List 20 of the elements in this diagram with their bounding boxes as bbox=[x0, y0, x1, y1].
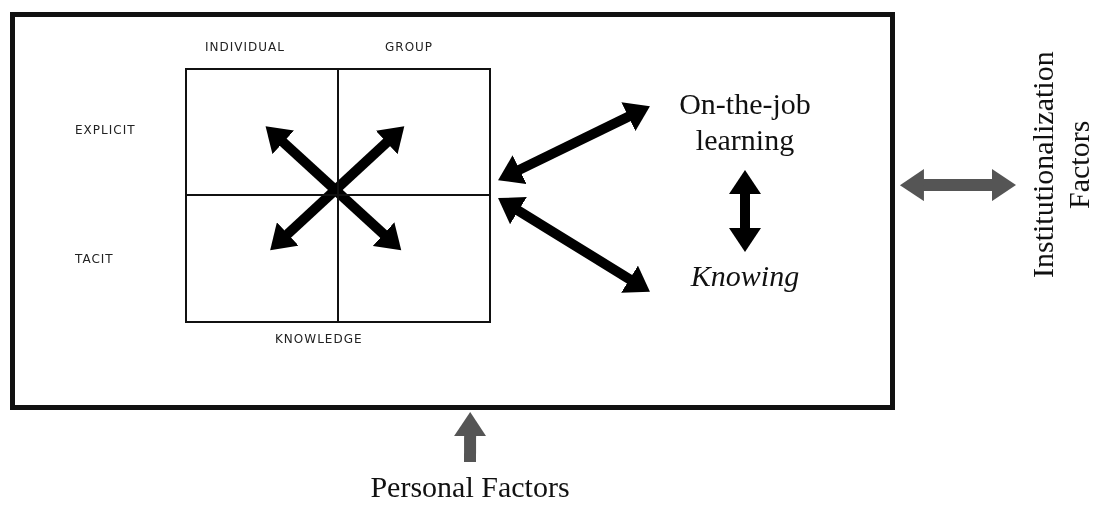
arrow bbox=[899, 169, 1016, 202]
arrow bbox=[454, 412, 487, 463]
grid-quadrant bbox=[186, 194, 339, 322]
factor-label: Institutionalization Factors bbox=[1025, 50, 1096, 281]
grid-quadrant bbox=[337, 69, 490, 196]
arrow bbox=[498, 197, 650, 293]
axis-label: INDIVIDUAL bbox=[205, 40, 285, 54]
concept-label: On-the-job learning bbox=[678, 86, 812, 158]
axis-label: EXPLICIT bbox=[75, 123, 136, 137]
axis-label: KNOWLEDGE bbox=[275, 332, 363, 346]
axis-label: TACIT bbox=[75, 252, 114, 266]
arrow bbox=[729, 169, 761, 252]
factor-label: Personal Factors bbox=[370, 469, 570, 505]
grid-quadrant bbox=[186, 69, 339, 196]
concept-label: Knowing bbox=[690, 258, 800, 294]
arrow bbox=[498, 102, 650, 185]
knowledge-grid bbox=[185, 68, 491, 323]
grid-quadrant bbox=[337, 194, 490, 322]
frame-box bbox=[10, 12, 895, 410]
axis-label: GROUP bbox=[385, 40, 434, 54]
